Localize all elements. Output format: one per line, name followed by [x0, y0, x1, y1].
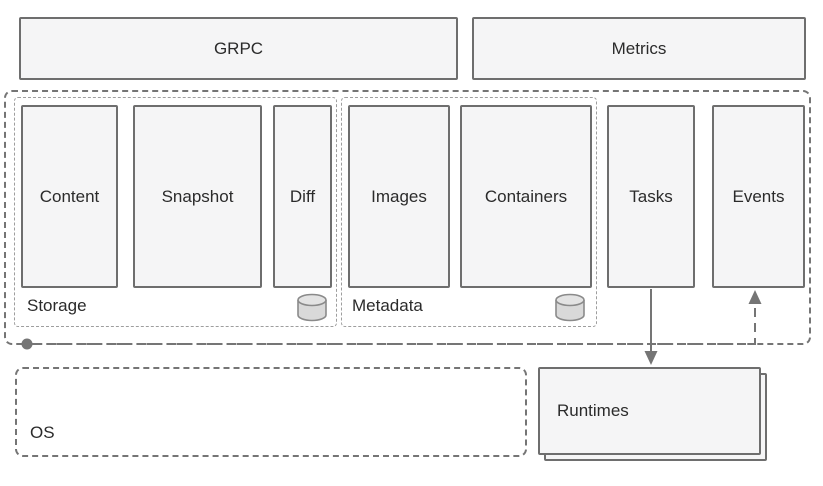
os-label: OS	[30, 423, 55, 442]
metadata-label: Metadata	[352, 296, 423, 315]
grpc-label: GRPC	[213, 38, 264, 58]
metrics-box: Metrics	[472, 17, 806, 80]
os-box	[15, 367, 527, 457]
runtimes-label: Runtimes	[557, 401, 629, 420]
images-label: Images	[371, 186, 427, 206]
grpc-box: GRPC	[19, 17, 458, 80]
events-label: Events	[732, 186, 785, 206]
tasks-box: Tasks	[607, 105, 695, 288]
metrics-label: Metrics	[611, 38, 667, 58]
content-label: Content	[39, 186, 100, 206]
snapshot-box: Snapshot	[133, 105, 262, 288]
containers-label: Containers	[484, 186, 568, 206]
diff-box: Diff	[273, 105, 332, 288]
content-box: Content	[21, 105, 118, 288]
diff-label: Diff	[289, 186, 316, 206]
tasks-label: Tasks	[629, 186, 673, 206]
runtimes-box: Runtimes	[538, 367, 761, 455]
storage-label: Storage	[27, 296, 87, 315]
snapshot-label: Snapshot	[161, 186, 234, 206]
containers-box: Containers	[460, 105, 592, 288]
images-box: Images	[348, 105, 450, 288]
events-box: Events	[712, 105, 805, 288]
